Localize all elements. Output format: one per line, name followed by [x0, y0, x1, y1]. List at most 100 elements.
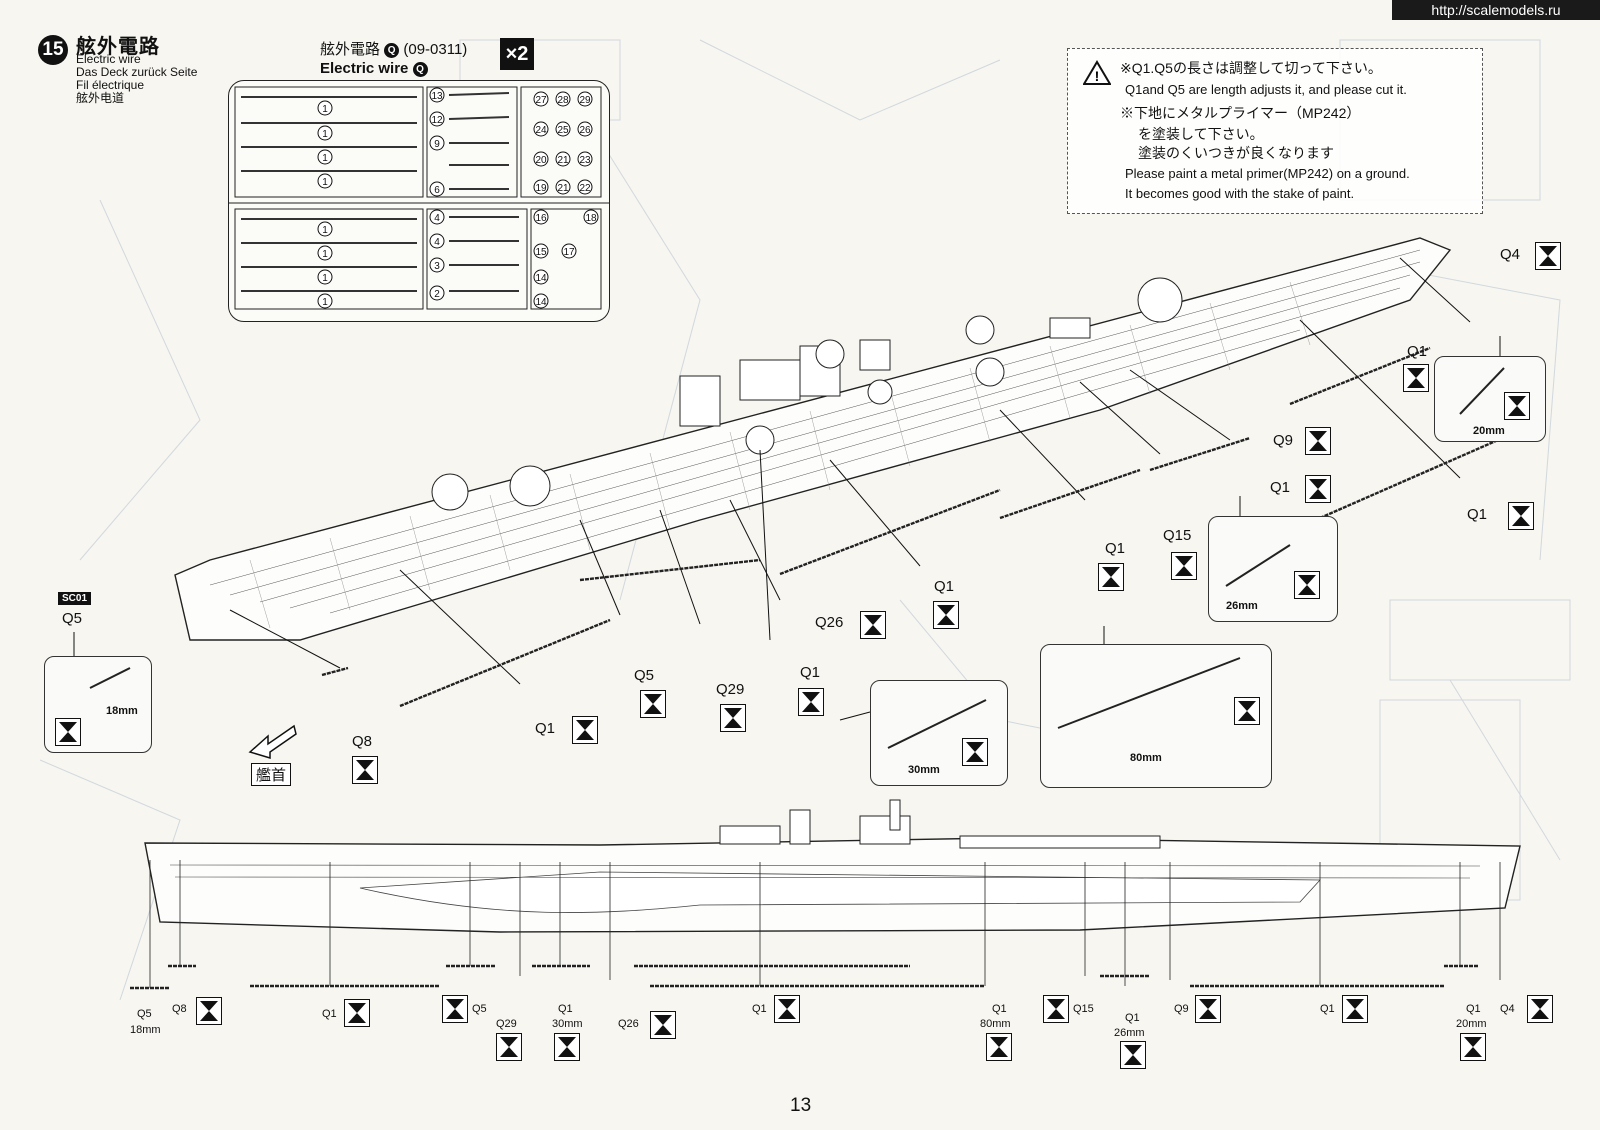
label-q4-top: Q4 [1500, 246, 1521, 263]
etch-part-icon [986, 1033, 1012, 1061]
etch-part-icon [798, 688, 824, 716]
hourglass-icon [1346, 999, 1364, 1019]
side-q1-b: Q1 [558, 1003, 573, 1015]
fret-label: 6 [434, 185, 440, 196]
svg-text:!: ! [1095, 68, 1100, 84]
hourglass-icon [558, 1037, 576, 1057]
fret-label: 4 [434, 213, 440, 224]
side-q15: Q15 [1073, 1003, 1094, 1015]
etch-part-icon [1460, 1033, 1486, 1061]
fret-label: 1 [322, 249, 328, 260]
etch-part-icon [496, 1033, 522, 1061]
fret-label: 18 [585, 213, 597, 224]
hourglass-icon [1199, 999, 1217, 1019]
side-q1-d-dim: 80mm [980, 1018, 1011, 1030]
fret-label: 29 [579, 95, 591, 106]
fret-label: 21 [557, 155, 569, 166]
hourglass-icon [990, 1037, 1008, 1057]
note-jp-3: を塗装して下さい。 [1138, 126, 1264, 142]
fret-label: 25 [557, 125, 569, 136]
fret-label: 1 [322, 177, 328, 188]
etch-part-icon [1234, 697, 1260, 725]
fret-label: 12 [431, 115, 443, 126]
fret-label: 24 [535, 125, 547, 136]
label-q1-g: Q1 [535, 720, 556, 737]
etch-part-icon [554, 1033, 580, 1061]
step-title: 舷外電路 [76, 36, 160, 58]
detail-box-26mm [1208, 516, 1338, 622]
etch-part-icon [962, 738, 988, 766]
side-q1-g-dim: 20mm [1456, 1018, 1487, 1030]
etch-part-icon [1342, 995, 1368, 1023]
hourglass-icon [1124, 1045, 1142, 1065]
side-q8: Q8 [172, 1003, 187, 1015]
side-q4: Q4 [1500, 1003, 1515, 1015]
label-q1-e: Q1 [934, 578, 955, 595]
note-jp-2: ※下地にメタルプライマー（MP242） [1120, 105, 1361, 121]
dim-80mm: 80mm [1130, 752, 1162, 764]
step-subtitle-en: Electric wire [76, 52, 141, 66]
part-title-jp-text: 舷外電路 [320, 41, 381, 58]
hourglass-icon [500, 1037, 518, 1057]
hourglass-icon [864, 615, 882, 635]
warning-triangle-icon: ! [1083, 60, 1111, 85]
hourglass-icon [446, 999, 464, 1019]
etch-part-icon [774, 995, 800, 1023]
side-q5: Q5 [137, 1008, 152, 1020]
step-subtitle-de: Das Deck zurück Seite [76, 65, 198, 79]
etch-part-icon [1403, 364, 1429, 392]
fret-label: 27 [535, 95, 547, 106]
note-jp-1: ※Q1.Q5の長さは調整して切って下さい。 [1120, 60, 1382, 76]
fret-label: 1 [322, 129, 328, 140]
hourglass-icon [1175, 556, 1193, 576]
hourglass-icon [200, 1001, 218, 1021]
etch-part-icon [1171, 552, 1197, 580]
side-q9: Q9 [1174, 1003, 1189, 1015]
hourglass-icon [1102, 567, 1120, 587]
label-q1-a: Q1 [1407, 343, 1428, 360]
etch-part-icon [1043, 995, 1069, 1023]
label-q29: Q29 [716, 681, 745, 698]
fret-label: 1 [322, 273, 328, 284]
fret-label: 14 [535, 297, 547, 308]
fret-label: 20 [535, 155, 547, 166]
fret-label: 3 [434, 261, 440, 272]
hourglass-icon [1047, 999, 1065, 1019]
label-q5-left: Q5 [62, 610, 83, 627]
side-q1-g: Q1 [1466, 1003, 1481, 1015]
etch-part-icon [860, 611, 886, 639]
hourglass-icon [1298, 575, 1316, 595]
fret-label: 1 [322, 225, 328, 236]
side-q1-e-dim: 26mm [1114, 1027, 1145, 1039]
hourglass-icon [356, 760, 374, 780]
etch-part-icon [1508, 502, 1534, 530]
fret-label: 14 [535, 273, 547, 284]
etch-part-icon [1120, 1041, 1146, 1069]
etch-part-icon [1294, 571, 1320, 599]
detail-box-30mm [870, 680, 1008, 786]
quantity-badge: ×2 [500, 38, 534, 70]
step-subtitle-cn: 舷外电道 [76, 91, 125, 105]
part-q-badge-2: Q [412, 62, 428, 77]
hourglass-icon [724, 708, 742, 728]
hourglass-icon [937, 605, 955, 625]
fret-label: 16 [535, 213, 547, 224]
dim-26mm: 26mm [1226, 600, 1258, 612]
side-q5-b: Q5 [472, 1003, 487, 1015]
etch-part-icon [1504, 392, 1530, 420]
part-title-en-text: Electric wire [320, 60, 409, 77]
etch-part-icon [344, 999, 370, 1027]
hourglass-icon [1464, 1037, 1482, 1057]
detail-box-80mm [1040, 644, 1272, 788]
step-subtitle-fr: Fil électrique [76, 78, 145, 92]
side-q29: Q29 [496, 1018, 517, 1030]
etch-part-icon [650, 1011, 676, 1039]
fret-label: 23 [579, 155, 591, 166]
etch-part-icon [1305, 427, 1331, 455]
fret-label: 1 [322, 297, 328, 308]
note-en-1: Q1and Q5 are length adjusts it, and plea… [1125, 82, 1407, 97]
fret-label: 13 [431, 91, 443, 102]
part-q-badge: Q [384, 43, 400, 58]
